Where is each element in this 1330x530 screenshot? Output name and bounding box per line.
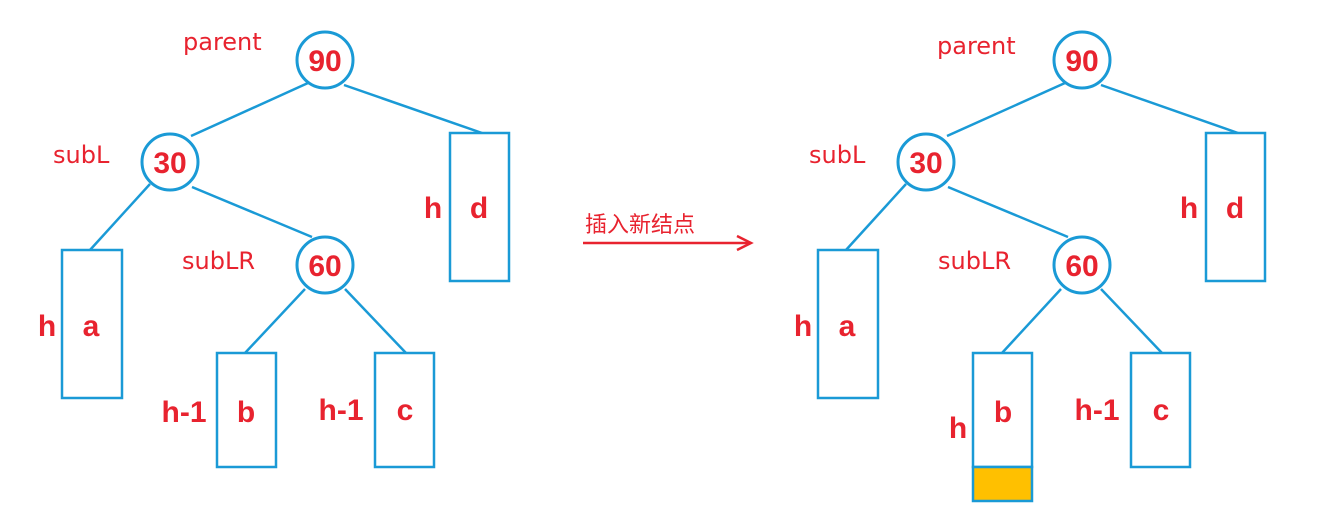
- tree-before: 90 30 60 parent subL subLR a b c d h h-1…: [38, 28, 511, 469]
- node-sublr-value: 60: [1065, 250, 1098, 283]
- edge-sublr-b: [1001, 288, 1062, 354]
- edge-sublr-c: [1100, 288, 1163, 354]
- node-parent-label: parent: [183, 28, 262, 56]
- node-sublr-label: subLR: [938, 247, 1011, 275]
- edge-parent-d: [1100, 83, 1239, 135]
- edge-subl-sublr: [191, 185, 313, 239]
- subtree-box-b: [971, 351, 1034, 469]
- transition-arrow: 插入新结点: [583, 213, 754, 252]
- edge-sublr-b: [244, 288, 306, 354]
- subtree-height-b: h-1: [162, 396, 207, 429]
- edge-parent-d: [343, 83, 483, 135]
- subtree-name-d: d: [470, 192, 488, 225]
- arrow-label: 插入新结点: [585, 213, 695, 238]
- tree-after: 90 30 60 parent subL subLR a b c d h h h…: [794, 30, 1267, 503]
- edge-subl-sublr: [947, 185, 1069, 239]
- subtree-box-a: [60, 248, 124, 400]
- subtree-box-a: [816, 248, 880, 400]
- subtree-name-c: c: [1153, 394, 1170, 427]
- subtree-box-d: [1204, 131, 1267, 283]
- node-subl-label: subL: [53, 141, 110, 169]
- subtree-name-a: a: [839, 310, 856, 343]
- node-parent: [1052, 30, 1112, 90]
- subtree-height-a: h: [38, 310, 56, 343]
- edge-subl-a: [89, 183, 151, 251]
- subtree-name-b: b: [237, 396, 255, 429]
- node-sublr-label: subLR: [182, 247, 255, 275]
- node-parent-label: parent: [937, 32, 1016, 60]
- node-sublr-value: 60: [308, 250, 341, 283]
- node-parent-value: 90: [308, 45, 341, 78]
- subtree-name-d: d: [1226, 192, 1244, 225]
- subtree-height-b: h: [949, 412, 967, 445]
- edge-subl-a: [845, 183, 907, 251]
- subtree-height-c: h-1: [319, 394, 364, 427]
- subtree-height-a: h: [794, 310, 812, 343]
- subtree-box-c: [1129, 351, 1192, 469]
- subtree-height-d: h: [424, 192, 442, 225]
- subtree-name-b: b: [994, 396, 1012, 429]
- subtree-name-c: c: [397, 394, 414, 427]
- edge-parent-subl: [946, 81, 1066, 138]
- subtree-box-d: [448, 131, 511, 283]
- subtree-height-d: h: [1180, 192, 1198, 225]
- node-subl: [140, 132, 200, 192]
- subtree-name-a: a: [83, 310, 100, 343]
- node-subl-value: 30: [153, 147, 186, 180]
- inserted-node: [971, 465, 1034, 503]
- subtree-box-b: [215, 351, 278, 469]
- node-sublr: [1052, 235, 1112, 295]
- node-subl-value: 30: [909, 147, 942, 180]
- node-parent-value: 90: [1065, 45, 1098, 78]
- node-sublr: [295, 235, 355, 295]
- node-subl-label: subL: [809, 141, 866, 169]
- subtree-box-c: [373, 351, 436, 469]
- edge-sublr-c: [344, 288, 407, 354]
- arrow-head-icon: [736, 234, 754, 252]
- subtree-height-c: h-1: [1075, 394, 1120, 427]
- node-subl: [896, 132, 956, 192]
- node-parent: [295, 30, 355, 90]
- edge-parent-subl: [190, 81, 309, 138]
